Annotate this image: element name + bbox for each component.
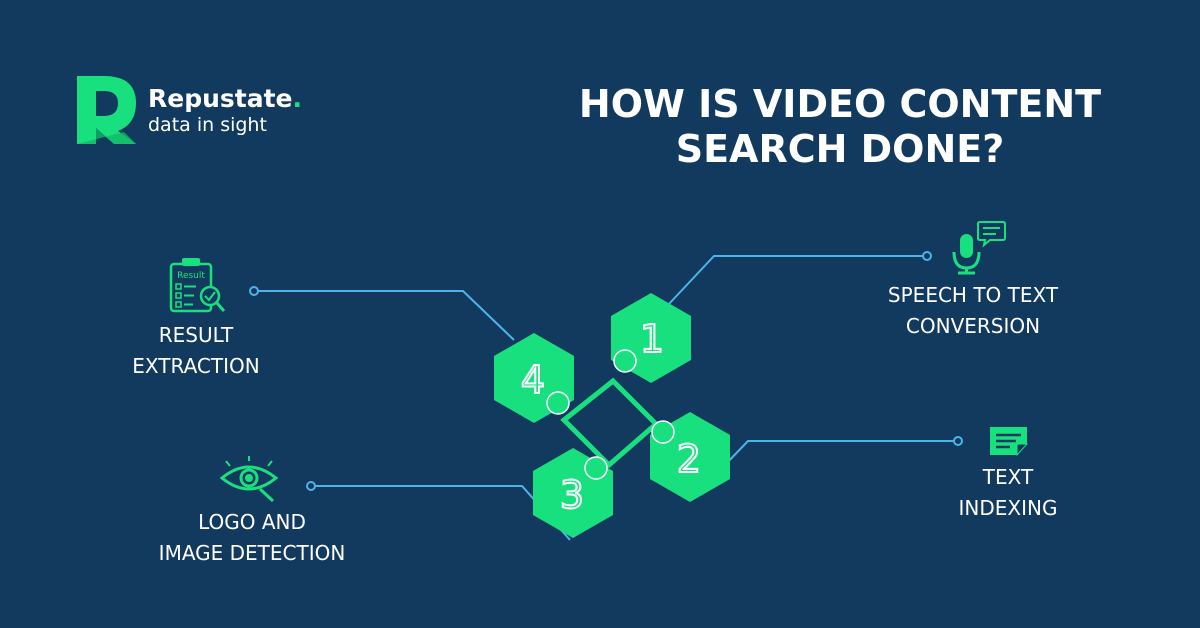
step-label-3: LOGO AND IMAGE DETECTION <box>158 510 346 565</box>
hexagon-number-1: 1 <box>640 317 664 361</box>
brand-name: Repustate. <box>148 84 303 113</box>
brand-tagline: data in sight <box>148 114 267 136</box>
hexagons: 1 2 3 4 <box>494 293 730 538</box>
connector-end-dots <box>249 251 963 491</box>
brand-dot: . <box>292 84 303 113</box>
connector-step-2 <box>693 440 958 498</box>
diamond-node-2 <box>651 420 675 444</box>
microphone-chat-icon <box>952 221 1006 275</box>
connector-end-dot-4 <box>249 286 259 296</box>
document-text-icon <box>990 427 1029 457</box>
diamond-node-1 <box>613 349 637 373</box>
connector-step-1 <box>667 255 927 306</box>
repustate-logo-icon <box>77 76 136 144</box>
connector-end-dot-1 <box>922 251 932 261</box>
hexagon-number-4: 4 <box>521 358 545 402</box>
connector-end-dot-3 <box>306 481 316 491</box>
page-title: HOW IS VIDEO CONTENT SEARCH DONE? <box>540 82 1140 172</box>
page-title-line-2: SEARCH DONE? <box>675 127 1005 171</box>
hexagon-number-3: 3 <box>560 473 584 517</box>
page-title-line-1: HOW IS VIDEO CONTENT <box>578 82 1102 126</box>
hexagon-number-2: 2 <box>677 437 701 481</box>
svg-text:Result: Result <box>177 271 205 281</box>
center-diamond <box>546 349 675 480</box>
connector-step-4 <box>254 290 515 341</box>
diamond-node-4 <box>546 391 570 415</box>
step-label-2: TEXT INDEXING <box>958 465 1058 520</box>
connector-end-dot-2 <box>953 436 963 446</box>
eye-magnifier-icon <box>219 456 279 503</box>
diamond-node-3 <box>584 456 608 480</box>
clipboard-result-icon: Result <box>169 258 226 313</box>
step-label-1: SPEECH TO TEXT CONVERSION <box>887 283 1059 338</box>
step-label-4: RESULT EXTRACTION <box>132 323 260 378</box>
